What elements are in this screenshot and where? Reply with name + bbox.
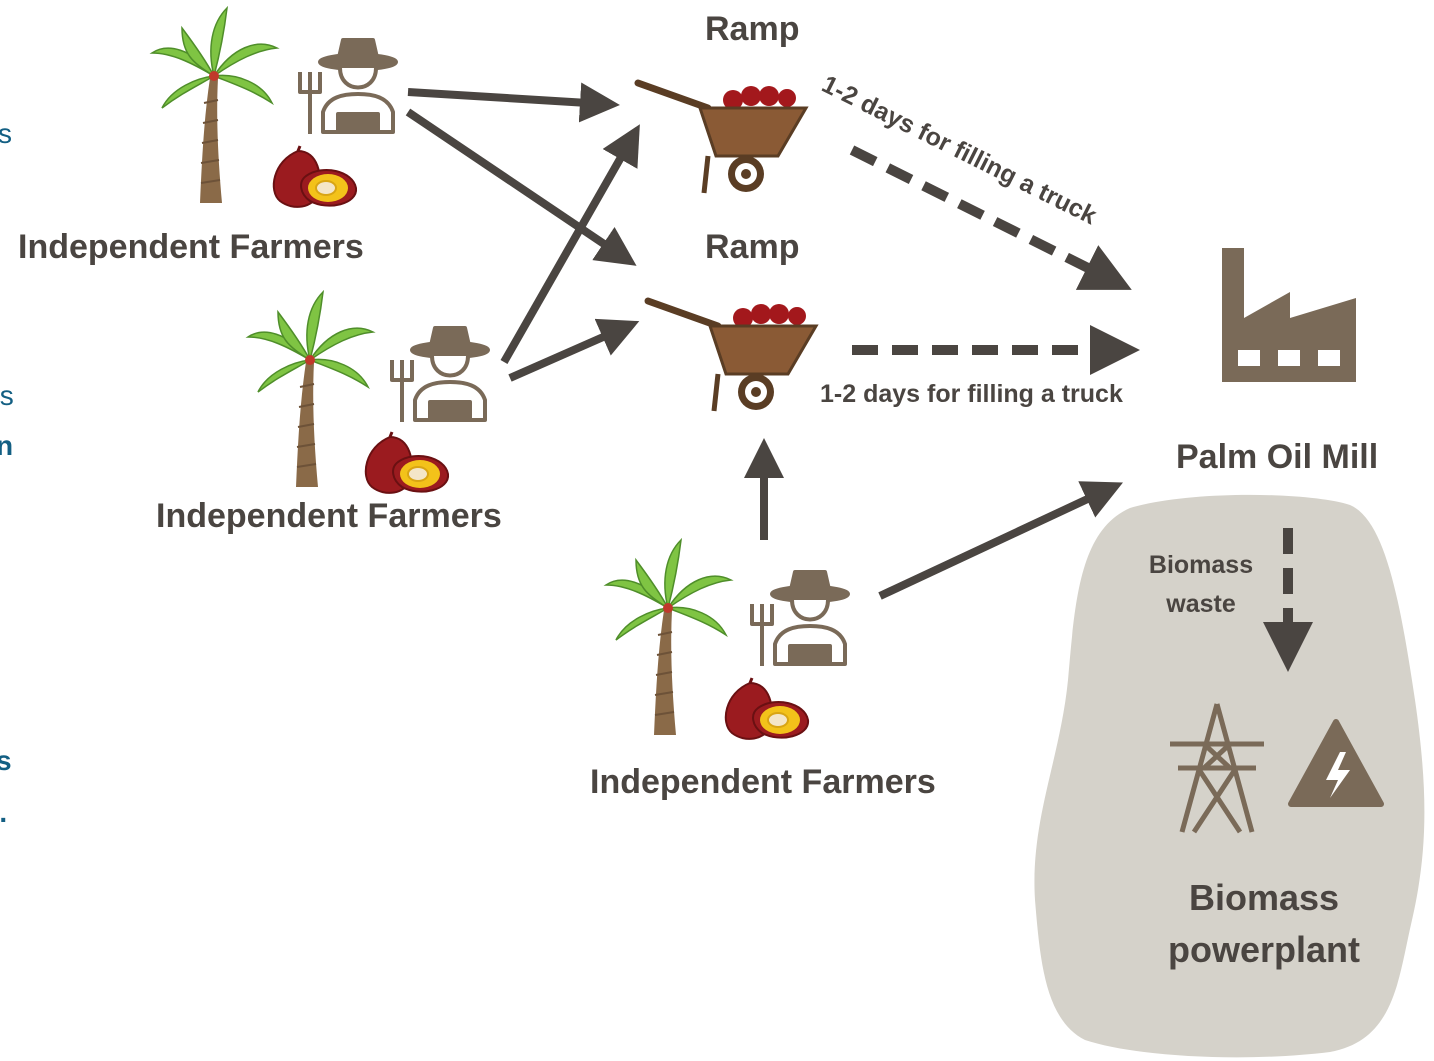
- cropped-text-fragment-5: t.: [0, 797, 8, 828]
- palm-tree-icon: [605, 539, 732, 736]
- biomass-powerplant-label-line1: Biomass: [1188, 877, 1340, 918]
- high-voltage-icon: [1288, 719, 1384, 807]
- cropped-text-fragment-3: n: [0, 430, 14, 461]
- arrow-farmers1-to-ramp1: [407, 82, 620, 123]
- cropped-text-fragment-4: s: [0, 745, 12, 776]
- arrow-farmers3-to-mill: [878, 481, 1123, 600]
- independent-farmers-label-3: Independent Farmers: [590, 763, 936, 801]
- factory-icon: [1222, 248, 1356, 382]
- dashed-arrow-ramp1-to-mill: [849, 145, 1132, 290]
- independent-farmers-label-1: Independent Farmers: [18, 228, 364, 266]
- palm-tree-icon: [151, 7, 278, 204]
- wheelbarrow-icon: [638, 83, 806, 193]
- farmer-icon: [298, 38, 398, 136]
- cropped-text-fragment-2: ts: [0, 380, 14, 411]
- palm-tree-icon: [247, 291, 374, 488]
- palm-fruit-icon: [364, 430, 450, 495]
- farmer-icon: [750, 570, 850, 668]
- edge-label-ramp2-to-mill: 1-2 days for filling a truck: [820, 380, 1123, 408]
- transmission-tower-icon: [1170, 703, 1264, 834]
- palm-fruit-icon: [272, 144, 358, 209]
- ramp-label-2: Ramp: [705, 228, 800, 266]
- biomass-powerplant-label: Biomass powerplant: [1130, 872, 1398, 976]
- ramp-label-1: Ramp: [705, 10, 800, 48]
- independent-farmers-label-2: Independent Farmers: [156, 497, 502, 535]
- arrow-farmers2-to-ramp2: [508, 318, 640, 382]
- biomass-waste-label-line1: Biomass: [1148, 551, 1254, 579]
- farmer-icon: [390, 326, 490, 424]
- biomass-waste-label-line2: waste: [1166, 590, 1236, 618]
- wheelbarrow-icon: [648, 301, 816, 411]
- palm-fruit-icon: [724, 676, 810, 741]
- biomass-powerplant-label-line2: powerplant: [1167, 929, 1360, 970]
- palm-oil-mill-label: Palm Oil Mill: [1176, 438, 1379, 476]
- arrow-farmers1-to-ramp2: [405, 108, 637, 266]
- cropped-text-fragment-1: s: [0, 118, 12, 149]
- biomass-waste-label: Biomass waste: [1132, 546, 1270, 624]
- arrow-farmers2-to-ramp1: [500, 124, 640, 364]
